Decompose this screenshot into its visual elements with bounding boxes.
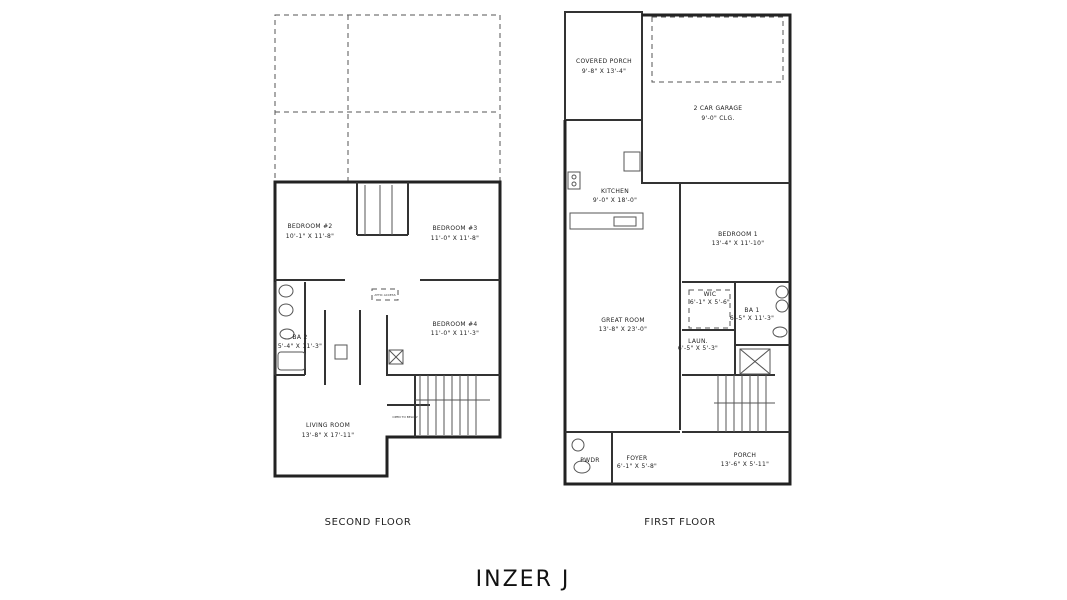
room-name: LIVING ROOM [306,422,350,429]
room-name: BEDROOM 1 [718,231,758,238]
room-size: 10'-1" X 11'-8" [286,233,334,240]
room-size: 9'-0" X 18'-0" [593,197,637,204]
room-name: COVERED PORCH [576,58,632,65]
room-size: 13'-8" X 17'-11" [302,432,355,439]
room-name: BA 2 [292,334,307,341]
garage-roof-outline [274,14,501,183]
room-name: LAUN. [688,338,708,345]
room-size: 5'-4" X 11'-3" [278,343,322,350]
attic-access-label: ATTIC ACCESS [374,293,395,297]
room-name: BEDROOM #3 [432,225,477,232]
room-name: PORCH [734,452,756,459]
second-floor-plan: BEDROOM #2 10'-1" X 11'-8" BEDROOM #3 11… [273,14,502,528]
attic-access [371,288,399,301]
first-floor-outline [563,13,792,486]
plan-title: INZER J [476,567,571,592]
room-name: BEDROOM #4 [432,321,477,328]
room-name: GREAT ROOM [601,317,645,324]
room-size: 13'-4" X 11'-10" [712,240,765,247]
room-name: KITCHEN [601,188,629,195]
room-name: FOYER [627,455,648,462]
second-floor-caption: SECOND FLOOR [325,517,412,528]
second-floor-outline [273,180,502,478]
stairs-second-floor [415,375,490,435]
room-size: 9'-8" X 13'-4" [582,68,626,75]
room-size: 6'-1" X 5'-8" [617,463,657,470]
room-size: 9'-0" CLG. [701,115,734,122]
garage-door-outline [651,16,784,83]
open-to-below-label: OPEN TO BELOW [392,415,417,419]
first-floor-caption: FIRST FLOOR [644,517,716,528]
covered-porch-outline [564,11,643,121]
room-name: WIC [704,291,717,298]
room-name: PWDR [580,457,600,464]
stairs-first-floor [714,375,775,432]
room-size: 6'-5" X 5'-3" [678,345,718,352]
room-name: 2 CAR GARAGE [694,105,743,112]
room-name: BEDROOM #2 [287,223,332,230]
room-size: 13'-8" X 23'-0" [599,326,647,333]
room-size: 6'-1" X 5'-6" [690,299,730,306]
room-name: BA 1 [744,307,759,314]
room-size: 11'-0" X 11'-8" [431,235,479,242]
room-size: 11'-0" X 11'-3" [431,330,479,337]
room-size: 6'-5" X 11'-3" [730,315,774,322]
room-size: 13'-6" X 5'-11" [721,461,769,468]
first-floor-plan: COVERED PORCH 9'-8" X 13'-4" 2 CAR GARAG… [563,11,792,528]
